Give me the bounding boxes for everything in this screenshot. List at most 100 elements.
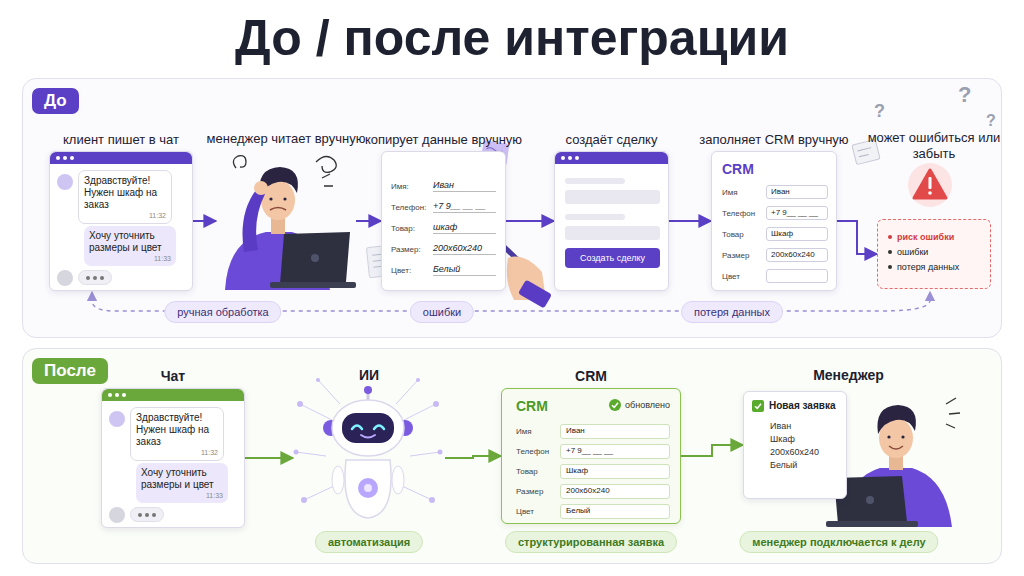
input-box — [766, 269, 828, 283]
field-value: Иван — [771, 186, 823, 198]
input-box: Шкаф — [560, 464, 670, 479]
field-value: Белый — [566, 505, 664, 517]
field-label: Имя — [722, 187, 766, 198]
input-box: +7 9__ __ __ — [560, 444, 670, 459]
flow-arrow — [669, 220, 711, 222]
chat-bubble: Хочу уточнить размеры и цвет11:33 — [84, 226, 176, 266]
form-row: Телефон:+7 9__ __ __ — [391, 197, 496, 213]
field-label: Цвет — [516, 506, 560, 517]
step-heading: создаёт сделку — [535, 132, 688, 148]
typing-dot — [86, 276, 90, 280]
risk-item: ошибки — [888, 246, 984, 258]
create-deal-button: Создать сделку — [565, 248, 660, 268]
crm-row: Телефон+7 9__ __ __ — [722, 206, 828, 220]
input-box: Шкаф — [766, 227, 828, 241]
step-heading-wrap: ИИ — [273, 367, 465, 384]
problem-pill: ручная обработка — [164, 301, 281, 323]
crm-heading: CRM — [516, 398, 548, 414]
placeholder-field — [565, 226, 660, 240]
typing-dot — [138, 513, 142, 517]
after-panel: ПослеЧатЗдравствуйте! Нужен шкаф на зака… — [22, 348, 1002, 564]
step-heading-wrap: копирует данные вручную — [362, 132, 525, 148]
user-avatar — [57, 270, 73, 286]
flow-arrow — [445, 456, 501, 458]
step-heading: CRM — [482, 368, 700, 385]
crm-heading-wrap: CRM — [516, 398, 548, 414]
field-label: Цвет: — [391, 265, 433, 276]
check-icon — [752, 400, 764, 412]
message-time: 11:32 — [84, 211, 166, 220]
crm-row: Цвет Белый — [516, 504, 670, 519]
status-text: обновлено — [625, 399, 670, 411]
placeholder-field — [565, 190, 660, 204]
step-heading: клиент пишет в чат — [30, 132, 212, 148]
card-line: Иван — [752, 420, 840, 433]
chat-message: Хочу уточнить размеры и цвет — [141, 467, 223, 491]
window-dot — [70, 156, 74, 160]
message-time: 11:33 — [89, 254, 171, 263]
panel-badge: До — [32, 88, 79, 114]
window-dot — [561, 156, 565, 160]
field-label: Товар — [722, 229, 766, 240]
crm-heading-wrap: CRM — [722, 161, 754, 177]
step-heading-wrap: менеджер читает вручную — [196, 131, 376, 147]
paper-form: копирует данные вручнуюИмя:ИванТелефон:+… — [381, 151, 506, 291]
form-row: Размер:200х60х240 — [391, 239, 496, 255]
flow-arrow — [193, 220, 216, 222]
field-value: +7 9__ __ __ — [433, 200, 496, 213]
window-dot — [63, 156, 67, 160]
window-dot — [108, 393, 112, 397]
benefit-pill: автоматизация — [315, 531, 423, 553]
risk-item: риск ошибки — [888, 231, 984, 243]
field-value: Шкаф — [566, 465, 664, 477]
step-heading: Менеджер — [721, 367, 976, 384]
message-time: 11:32 — [136, 448, 218, 457]
field-value: +7 9__ __ __ — [771, 207, 823, 219]
field-value: Белый — [433, 263, 496, 276]
chat-bubble: Хочу уточнить размеры и цвет11:33 — [136, 463, 228, 503]
chat-message: Здравствуйте! Нужен шкаф на заказ — [136, 412, 218, 448]
risk-text: потеря данных — [897, 261, 959, 273]
benefit-pill: менеджер подключается к делу — [739, 531, 938, 553]
form-row: Товар:шкаф — [391, 218, 496, 234]
step-heading: копирует данные вручную — [362, 132, 525, 148]
pill-text: структурированная заявка — [518, 532, 664, 552]
pill-text: потеря данных — [694, 302, 770, 322]
placeholder-line — [565, 214, 625, 220]
window-dot — [568, 156, 572, 160]
typing-dot — [152, 513, 156, 517]
card-line: Шкаф — [752, 433, 840, 446]
input-box: +7 9__ __ __ — [766, 206, 828, 220]
window-bar — [102, 389, 244, 401]
chat-bubble: Здравствуйте! Нужен шкаф на заказ11:32 — [130, 407, 224, 461]
input-box: Иван — [560, 424, 670, 439]
risk-text: ошибки — [897, 246, 928, 258]
crm-row: Телефон+7 9__ __ __ — [516, 444, 670, 459]
pill-text: автоматизация — [328, 532, 410, 552]
step-heading: ИИ — [273, 367, 465, 384]
step-heading: заполняет CRM вручную — [692, 132, 856, 148]
question-mark: ? — [986, 110, 996, 132]
manager-step: МенеджерНовая заявкаИванШкаф200х60х240Бе… — [741, 388, 956, 528]
flow-arrow — [681, 445, 743, 456]
field-label: Размер — [516, 486, 560, 497]
ai-step: ИИ — [293, 388, 445, 528]
chat-message: Здравствуйте! Нужен шкаф на заказ — [84, 175, 166, 211]
window-bar — [555, 152, 668, 164]
form-row: Цвет:Белый — [391, 260, 496, 276]
panel-badge: После — [32, 358, 108, 384]
chat-window: ЧатЗдравствуйте! Нужен шкаф на заказ11:3… — [101, 388, 245, 528]
field-value: 200х60х240 — [433, 242, 496, 255]
benefit-pill: структурированная заявка — [505, 531, 677, 553]
field-value: Иван — [566, 425, 664, 437]
typing-dot — [100, 276, 104, 280]
label-wrap: ? — [958, 84, 971, 106]
user-avatar — [57, 174, 73, 190]
crm-row: Цвет — [722, 269, 828, 283]
crm-updated: CRMCRMобновленоИмяИванТелефон+7 9__ __ _… — [501, 388, 681, 524]
crm-row: Размер200х60х240 — [516, 484, 670, 499]
problem-pill: потеря данных — [681, 301, 783, 323]
bullet — [888, 250, 892, 254]
step-heading-wrap: создаёт сделку — [535, 132, 688, 148]
bullet — [888, 265, 892, 269]
